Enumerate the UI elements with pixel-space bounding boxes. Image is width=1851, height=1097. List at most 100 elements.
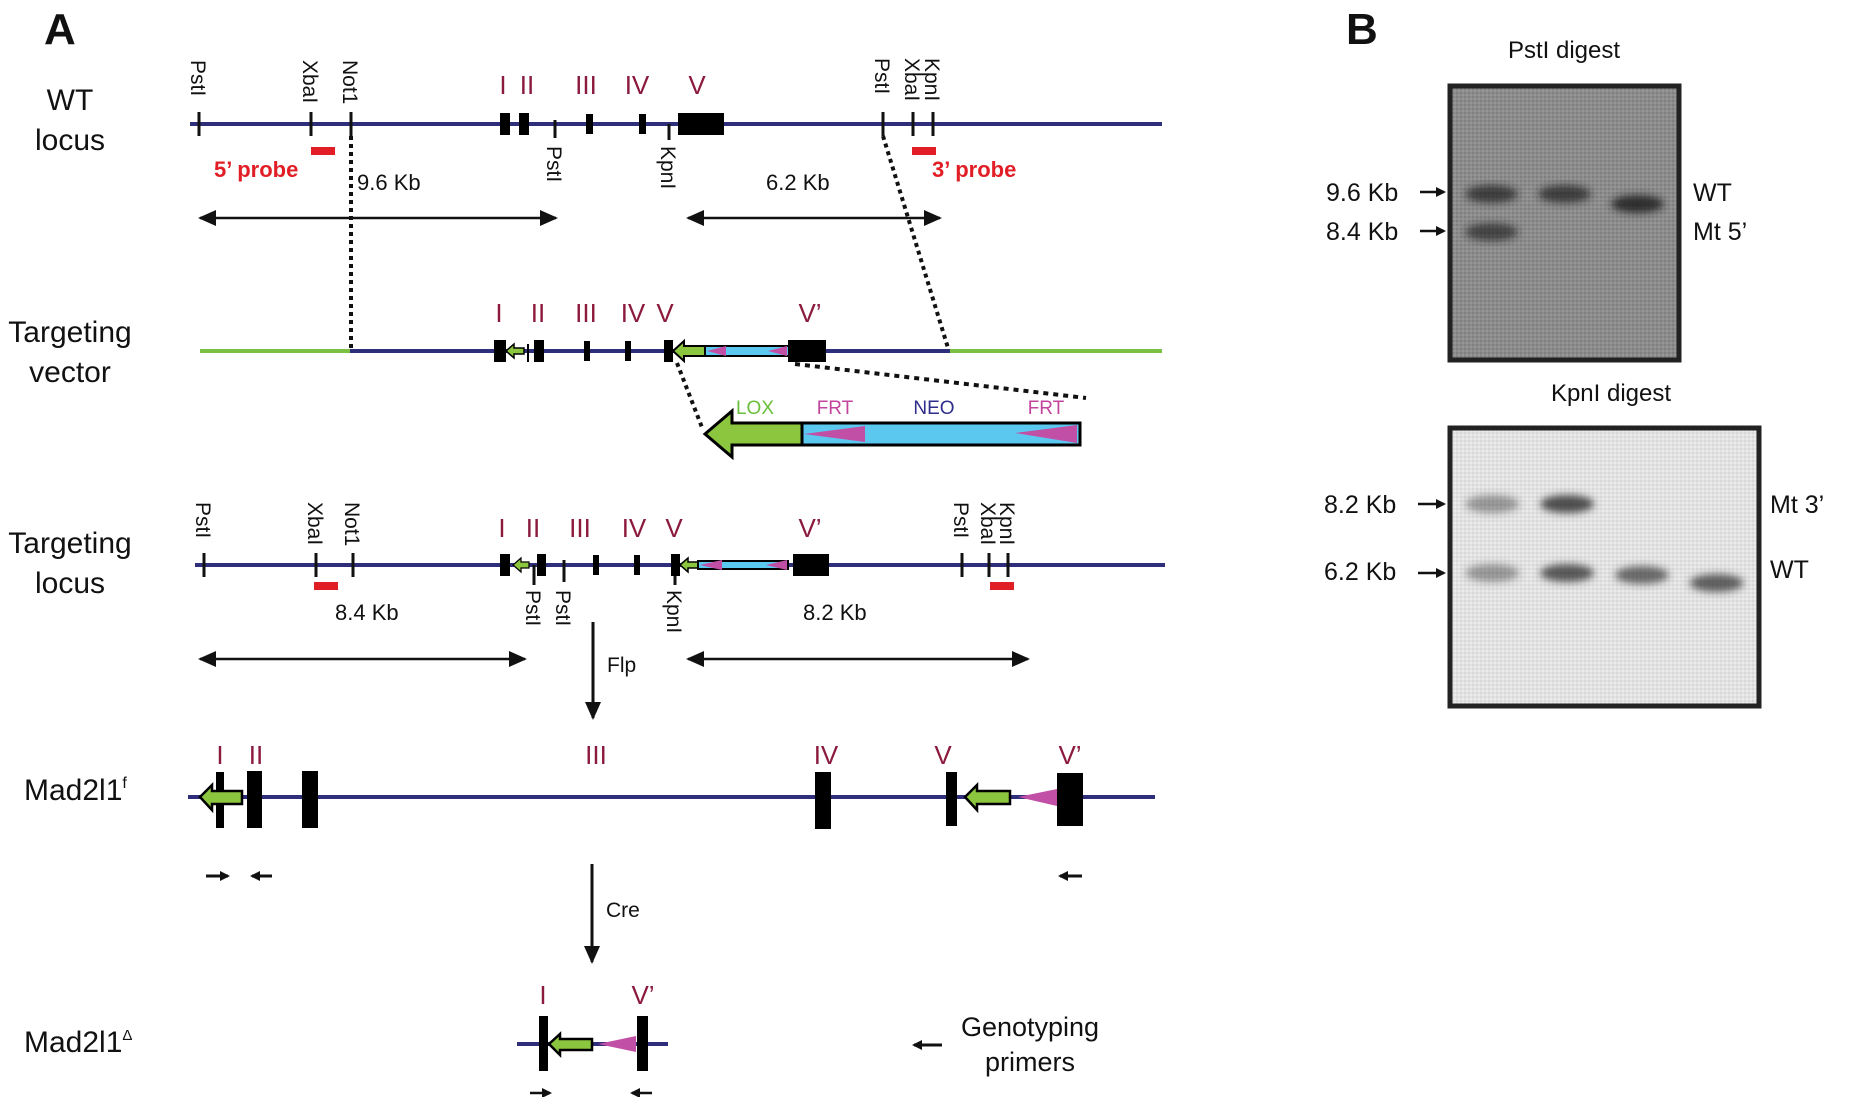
wt-3prime-probe-bar	[912, 147, 936, 155]
tl-site-label: PstI	[521, 590, 544, 626]
tl-exon-label: V’	[798, 513, 821, 543]
tv-exon-5	[664, 340, 673, 362]
tl-site-label: PstI	[191, 502, 214, 538]
gel-band	[1689, 574, 1744, 592]
tv-exon-label: III	[575, 298, 597, 328]
gel-band	[1465, 495, 1520, 513]
wt-site-label: KpnI	[656, 146, 679, 189]
gel-band	[1540, 495, 1595, 513]
tl-3prime-probe-bar	[990, 582, 1014, 590]
cassette-neo-label: NEO	[913, 398, 954, 419]
tv-neo-block	[704, 345, 790, 357]
genotyping-primers-legend: Genotyping primers	[912, 1012, 1099, 1077]
tl-neo-block	[697, 560, 789, 570]
tl-fragment-left-size: 8.4 Kb	[335, 600, 399, 625]
wt-exon-4	[639, 114, 646, 134]
tl-5prime-probe-bar	[314, 582, 338, 590]
wt-5prime-probe-label: 5’ probe	[214, 157, 298, 182]
psti-marker-label: 8.4 Kb	[1326, 218, 1398, 246]
tv-exon-5prime	[788, 340, 826, 362]
targeting-vector-row: Targeting vector I II III IV V V’	[8, 298, 1162, 461]
flox-exon-5prime	[1057, 773, 1083, 826]
kpni-marker-label: 8.2 Kb	[1324, 491, 1396, 519]
gel-band	[1540, 564, 1595, 582]
wt-fragment-left-size: 9.6 Kb	[357, 170, 421, 195]
tv-lox-arrow	[671, 338, 706, 364]
wt-3prime-probe-label: 3’ probe	[932, 157, 1016, 182]
wt-label-line2: locus	[35, 124, 105, 157]
gel-band	[1465, 185, 1518, 203]
panel-label-b: B	[1346, 5, 1378, 54]
gel-band	[1611, 195, 1664, 213]
tl-lox-arrow	[678, 556, 699, 574]
tl-site-label: XbaI	[303, 502, 326, 545]
panel-label-a: A	[44, 5, 76, 54]
tv-exon-label: V’	[798, 298, 821, 328]
flox-exon-label: IV	[814, 740, 839, 770]
cassette-detail: LOX FRT NEO FRT	[702, 398, 1082, 461]
tl-exon-label: I	[498, 513, 505, 543]
gel-band	[1614, 566, 1669, 584]
tl-exon-3	[593, 555, 599, 575]
flox-exon-label: V	[934, 740, 952, 770]
psti-marker-label: 9.6 Kb	[1326, 179, 1398, 207]
flox-label: Mad2l1f	[24, 774, 127, 807]
wt-exon-label: V	[688, 70, 706, 100]
tv-exon-label: II	[531, 298, 545, 328]
flox-exon-2	[247, 771, 262, 828]
cassette-lox-label: LOX	[736, 398, 774, 419]
legend-line1: Genotyping	[961, 1012, 1099, 1042]
gel-band	[1465, 564, 1520, 582]
flox-exon-label: III	[585, 740, 607, 770]
flox-allele-row: Mad2l1f I II III IV V V’	[24, 740, 1155, 881]
delta-exon-label: I	[539, 980, 546, 1010]
cassette-frt-left	[804, 426, 865, 442]
homology-dotted-right	[881, 135, 950, 349]
delta-exon-5prime	[637, 1016, 648, 1071]
psti-gel-image	[1447, 83, 1682, 363]
tl-exon-label: II	[526, 513, 540, 543]
cassette-zoom-line-left	[675, 362, 705, 431]
tv-label-line1: Targeting	[8, 316, 131, 349]
cassette-neo-block	[800, 421, 1082, 447]
psti-side-label: Mt 5’	[1693, 218, 1747, 246]
wt-site-label: XbaI	[900, 58, 923, 101]
cassette-frt1-label: FRT	[817, 398, 854, 419]
cassette-zoom-line-right	[794, 362, 1087, 400]
cassette-frt-right	[1015, 425, 1077, 443]
tl-fragment-right-size: 8.2 Kb	[803, 600, 867, 625]
wt-exon-2	[519, 113, 529, 135]
wt-exon-1	[500, 113, 510, 135]
wt-site-label: Not1	[338, 60, 361, 104]
tv-frt-left	[707, 346, 726, 356]
tv-exon-3	[584, 341, 590, 361]
wt-site-label: KpnI	[920, 58, 943, 101]
delta-allele-row: Mad2l1Δ I V’	[24, 980, 668, 1097]
delta-exon-label: V’	[631, 980, 654, 1010]
flox-exon-5	[946, 772, 957, 826]
tl-exon-label: IV	[622, 513, 647, 543]
tl-exon-5	[671, 554, 680, 576]
wt-exon-5	[678, 113, 724, 135]
delta-lox-arrow	[547, 1031, 594, 1059]
delta-label-text: Mad2l1	[24, 1026, 122, 1059]
tl-exon-label: V	[665, 513, 683, 543]
flox-label-text: Mad2l1	[24, 774, 122, 807]
cre-step-label: Cre	[606, 899, 640, 922]
wt-site-label: PstI	[870, 58, 893, 94]
tv-exon-label: V	[656, 298, 674, 328]
wt-exon-label: III	[575, 70, 597, 100]
flox-lox-arrow-2	[963, 781, 1012, 814]
delta-label: Mad2l1Δ	[24, 1026, 132, 1059]
tl-lox-arrow-small	[512, 556, 530, 574]
flox-frt-remnant	[1018, 789, 1057, 806]
flox-label-sup: f	[122, 775, 127, 792]
delta-label-sup: Δ	[122, 1027, 132, 1044]
psti-gel: PstI digest 9.6 Kb 8.4 Kb WT Mt 5’	[1326, 37, 1747, 363]
tv-lox-arrow-small	[504, 342, 525, 360]
tv-exon-2	[534, 340, 544, 362]
tl-frt-left	[700, 560, 722, 570]
kpni-side-label: Mt 3’	[1770, 491, 1824, 519]
kpni-marker-label: 6.2 Kb	[1324, 558, 1396, 586]
